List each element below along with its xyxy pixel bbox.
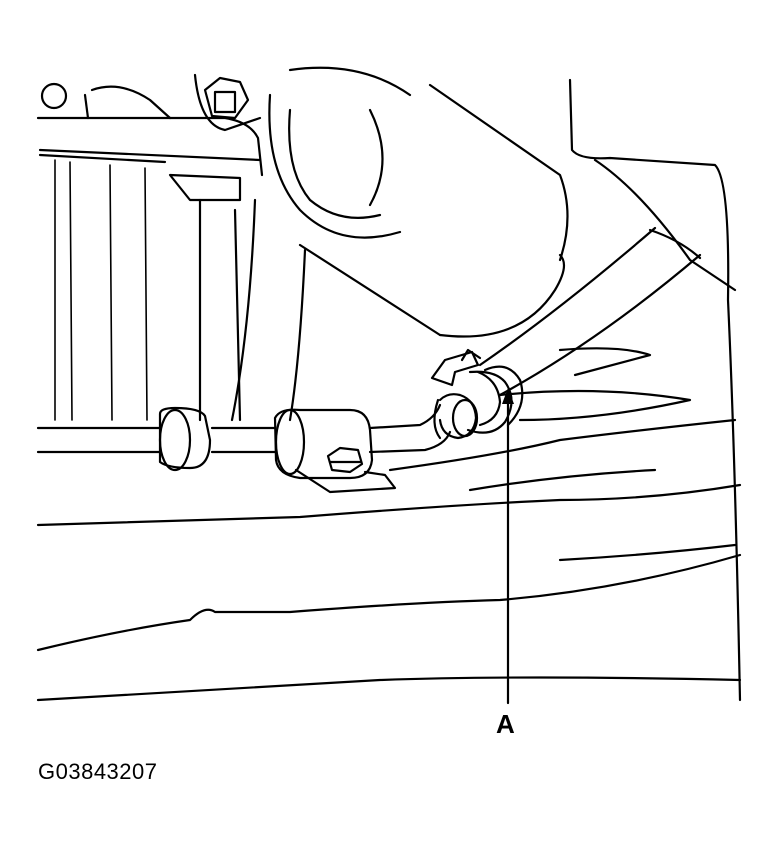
callout-leader	[502, 388, 514, 705]
body-panel	[36, 78, 742, 702]
top-bolt	[193, 73, 262, 132]
engine-block	[36, 82, 264, 422]
line-bracket	[273, 408, 397, 494]
figure-id: G03843207	[38, 759, 158, 784]
oil-filter	[230, 66, 569, 422]
callout-label-a: A	[496, 709, 515, 739]
fluid-line	[36, 403, 452, 454]
pipe-fitting	[433, 393, 479, 440]
grommet	[158, 406, 212, 472]
hose	[478, 226, 702, 397]
